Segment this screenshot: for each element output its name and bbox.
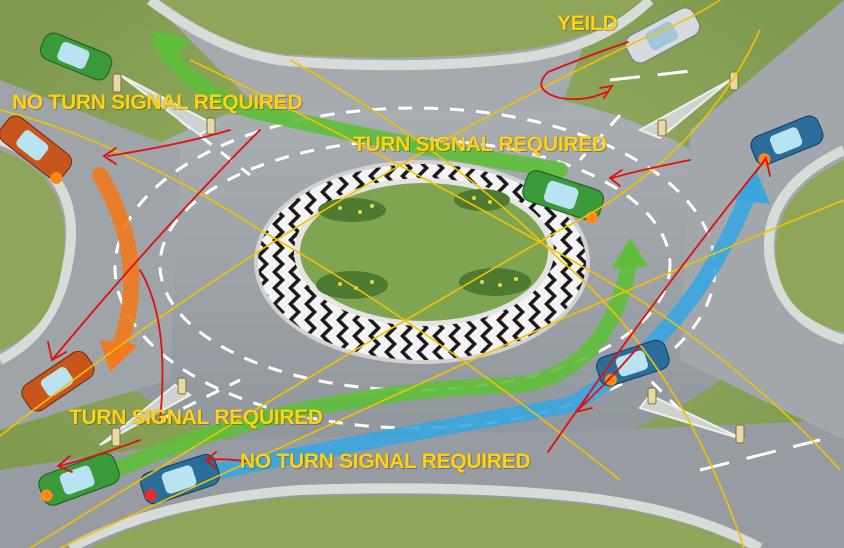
red-annotation-lines bbox=[47, 41, 771, 473]
orange-arrow bbox=[92, 167, 140, 353]
splitter-islands bbox=[99, 74, 746, 446]
no-turn-signal-label-bottom: NO TURN SIGNAL REQUIRED bbox=[240, 450, 531, 473]
turn-signal-label-bottom: TURN SIGNAL REQUIRED bbox=[69, 406, 323, 429]
central-island bbox=[254, 160, 590, 364]
green-car-bottom-left bbox=[38, 452, 120, 506]
no-turn-signal-label-top: NO TURN SIGNAL REQUIRED bbox=[12, 91, 303, 114]
green-car-top-left bbox=[40, 32, 113, 81]
blue-arrow bbox=[177, 182, 758, 486]
orange-car-lower-left bbox=[21, 350, 95, 412]
route-arrows bbox=[92, 30, 770, 486]
blue-car-lower-right bbox=[596, 339, 670, 387]
green-arrow-south bbox=[107, 252, 638, 478]
orange-car-left bbox=[0, 115, 72, 185]
green-arrow-north bbox=[152, 34, 568, 178]
red-arrow-yield bbox=[540, 41, 629, 101]
turn-signal-label-top: TURN SIGNAL REQUIRED bbox=[353, 133, 607, 156]
blue-car-bottom bbox=[140, 453, 220, 505]
vehicles bbox=[0, 7, 824, 506]
yield-label: YEILD bbox=[557, 12, 618, 35]
bollards bbox=[111, 71, 745, 447]
